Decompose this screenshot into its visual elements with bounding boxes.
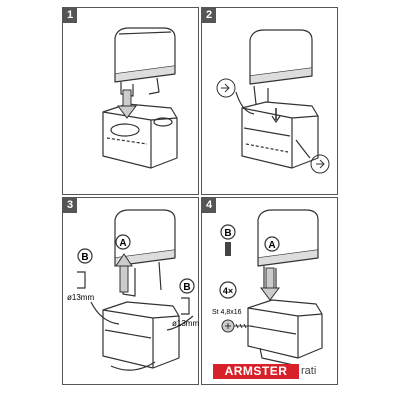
step-1-illustration <box>102 27 178 169</box>
part-a-label: A <box>119 238 126 249</box>
clip-icon <box>77 271 86 289</box>
step-1-number: 1 <box>63 8 77 23</box>
step-3-number: 3 <box>63 198 77 213</box>
part-a-callout: A <box>115 234 131 250</box>
step-2-illustration <box>216 29 330 174</box>
part-b-callout-right: B <box>179 278 195 315</box>
diameter-label-left: ø13mm <box>67 293 94 302</box>
clip-icon <box>225 242 231 256</box>
part-b-label-right: B <box>183 282 190 293</box>
pointing-hand-icon <box>216 78 236 98</box>
step-4-panel: 4 A B <box>201 197 338 385</box>
step-3-panel: 3 A <box>62 197 199 385</box>
arrow-down-icon <box>117 89 137 119</box>
pointing-hand-icon <box>310 154 330 174</box>
arrow-down-icon <box>260 267 280 301</box>
screw-icon <box>221 319 250 333</box>
step-1-panel: 1 <box>62 7 199 195</box>
screw-spec-label: St 4,8x16 <box>212 309 242 316</box>
part-b-callout-left: B <box>77 248 93 289</box>
brand-suffix: rati <box>301 365 317 377</box>
part-a-callout: A <box>264 236 280 252</box>
quantity-label: 4× <box>223 286 233 296</box>
arrow-up-icon <box>115 253 133 293</box>
diameter-label-right: ø13mm <box>172 319 199 328</box>
part-a-label: A <box>268 240 275 251</box>
step-3-illustration: A B ø13mm B ø13mm <box>67 209 199 371</box>
step-4-illustration: A B 4× St 4,8x16 <box>212 209 323 367</box>
step-4-number: 4 <box>202 198 216 213</box>
part-b-callout: B <box>220 224 236 256</box>
clip-icon <box>181 297 190 315</box>
brand-logo: ARMSTER <box>213 364 299 379</box>
part-b-label: B <box>224 228 231 239</box>
step-2-number: 2 <box>202 8 216 23</box>
quantity-callout: 4× <box>219 281 237 299</box>
part-b-label-left: B <box>81 252 88 263</box>
step-2-panel: 2 <box>201 7 338 195</box>
